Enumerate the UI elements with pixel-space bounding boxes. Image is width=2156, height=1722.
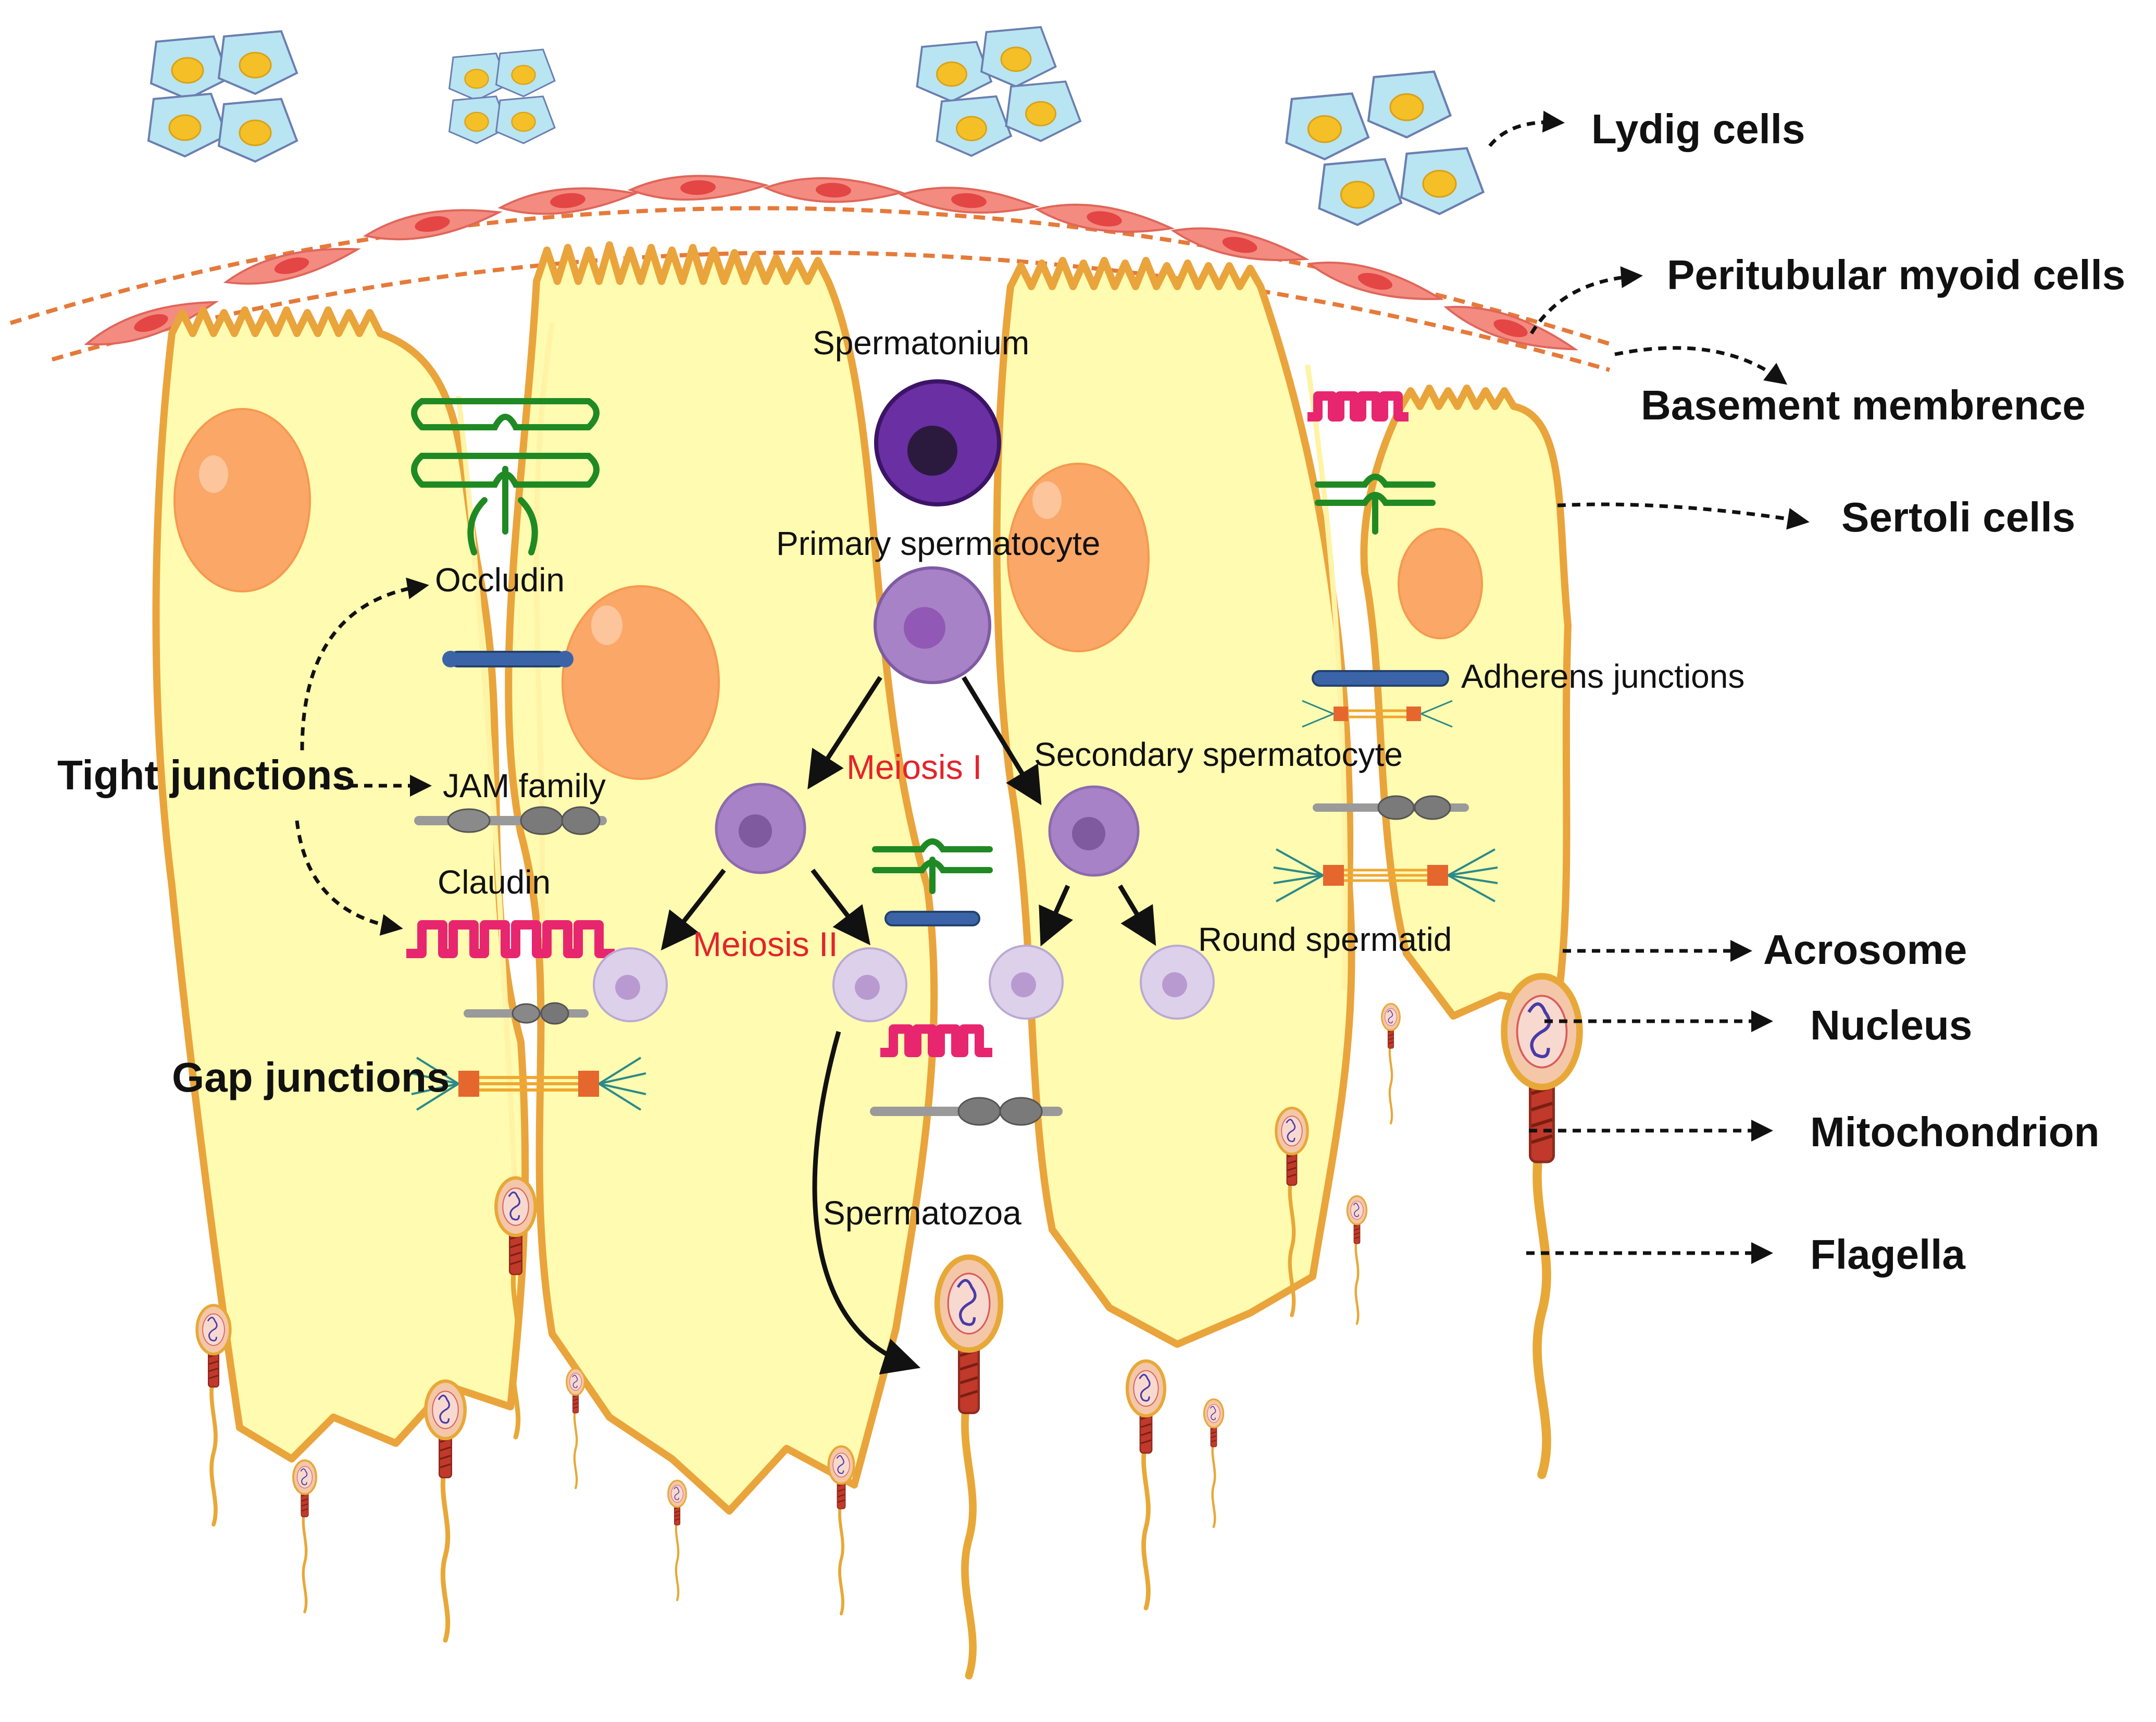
spermatozoon: [1127, 1361, 1165, 1608]
leydig-cluster-1: [147, 30, 298, 163]
myoid-cell: [1305, 251, 1445, 312]
basement-membrane-inner: [51, 250, 1611, 372]
leydig-cell: [150, 35, 230, 100]
label-meiosis-1: Meiosis I: [846, 748, 982, 786]
spermatozoon: [1204, 1399, 1223, 1527]
spermatozoon: [1382, 1004, 1400, 1124]
sertoli-cell-1: [152, 306, 529, 1463]
junctions-center: [870, 838, 1063, 1126]
myoid-cell: [222, 237, 362, 295]
jam-protein-2: [464, 1002, 589, 1025]
leydig-cluster-2: [448, 48, 556, 144]
secondary-spermatocyte-right: [1048, 785, 1140, 877]
label-flagella: Flagella: [1810, 1231, 1965, 1278]
sertoli-nucleus: [173, 408, 311, 592]
claudin-protein: [406, 920, 615, 958]
junctions-right: [1273, 391, 1498, 902]
sertoli-cell-4: [1360, 385, 1572, 1020]
round-spermatid: [1140, 945, 1215, 1020]
myoid-cell: [630, 174, 766, 202]
label-sertoli-cells: Sertoli cells: [1841, 494, 2075, 540]
label-secondary-spermatocyte: Secondary spermatocyte: [1034, 736, 1403, 773]
label-meiosis-2: Meiosis II: [693, 925, 838, 963]
myoid-cell: [1441, 295, 1580, 362]
label-basement-membrance: Basement membrence: [1641, 382, 2086, 428]
leydig-cell: [147, 93, 228, 157]
leydig-cluster-3: [916, 26, 1081, 157]
spermatozoon: [937, 1257, 1001, 1676]
myoid-cell: [1170, 218, 1310, 272]
spermatozoon: [197, 1305, 230, 1525]
label-claudin: Claudin: [438, 863, 551, 901]
label-tight-junctions: Tight junctions: [57, 752, 355, 798]
leydig-cell: [218, 98, 298, 163]
label-primary-spermatocyte: Primary spermatocyte: [776, 525, 1100, 562]
spermatozoon-detail: [1504, 976, 1580, 1475]
occludin-protein: [411, 398, 600, 555]
label-spermatozoa: Spermatozoa: [823, 1194, 1021, 1232]
label-nucleus: Nucleus: [1810, 1002, 1972, 1048]
round-spermatid: [593, 947, 668, 1022]
label-spermatonium: Spermatonium: [813, 324, 1029, 362]
spermatozoon: [426, 1381, 465, 1640]
jam-protein: [414, 806, 607, 835]
pointer-arrows: [295, 110, 1810, 1264]
myoid-cell: [1035, 196, 1174, 241]
myoid-cell: [765, 176, 901, 204]
sertoli-nucleus: [1398, 528, 1483, 639]
round-spermatid: [832, 947, 907, 1022]
labels: Lydig cells Peritubular myoid cells Base…: [57, 106, 2125, 1278]
spermatozoon: [1347, 1196, 1366, 1324]
label-mitochondrion: Mitochondrion: [1810, 1109, 2099, 1155]
primary-spermatocyte: [874, 566, 991, 684]
label-gap-junctions: Gap junctions: [172, 1054, 450, 1100]
gap-junction-protein: [411, 1057, 646, 1111]
secondary-spermatocyte-left: [715, 783, 806, 874]
label-acrosome: Acrosome: [1763, 926, 1967, 973]
label-adherens-junctions: Adherens junctions: [1461, 658, 1744, 695]
label-lydig-cells: Lydig cells: [1591, 106, 1805, 152]
sertoli-cell-2: [505, 241, 938, 1515]
label-peritubular-myoid-cells: Peritubular myoid cells: [1667, 252, 2125, 298]
spermatozoon: [829, 1446, 854, 1614]
label-occludin: Occludin: [435, 561, 565, 599]
leydig-cluster-4: [1287, 72, 1484, 225]
label-jam-family: JAM family: [443, 767, 606, 804]
adherens-protein: [442, 651, 574, 667]
myoid-cell: [363, 200, 502, 249]
spermatogonium: [874, 379, 1001, 506]
peritubular-layer: [9, 174, 1611, 372]
spermatozoon: [293, 1460, 316, 1612]
development-arrows: [660, 676, 1156, 1374]
spermatozoon: [567, 1369, 585, 1489]
spermatozoon: [668, 1481, 687, 1601]
label-round-spermatid: Round spermatid: [1198, 921, 1452, 958]
sertoli-nucleus: [562, 585, 720, 780]
sertoli-cell-3: [993, 257, 1355, 1348]
round-spermatid: [989, 945, 1064, 1020]
leydig-cell: [218, 30, 298, 95]
